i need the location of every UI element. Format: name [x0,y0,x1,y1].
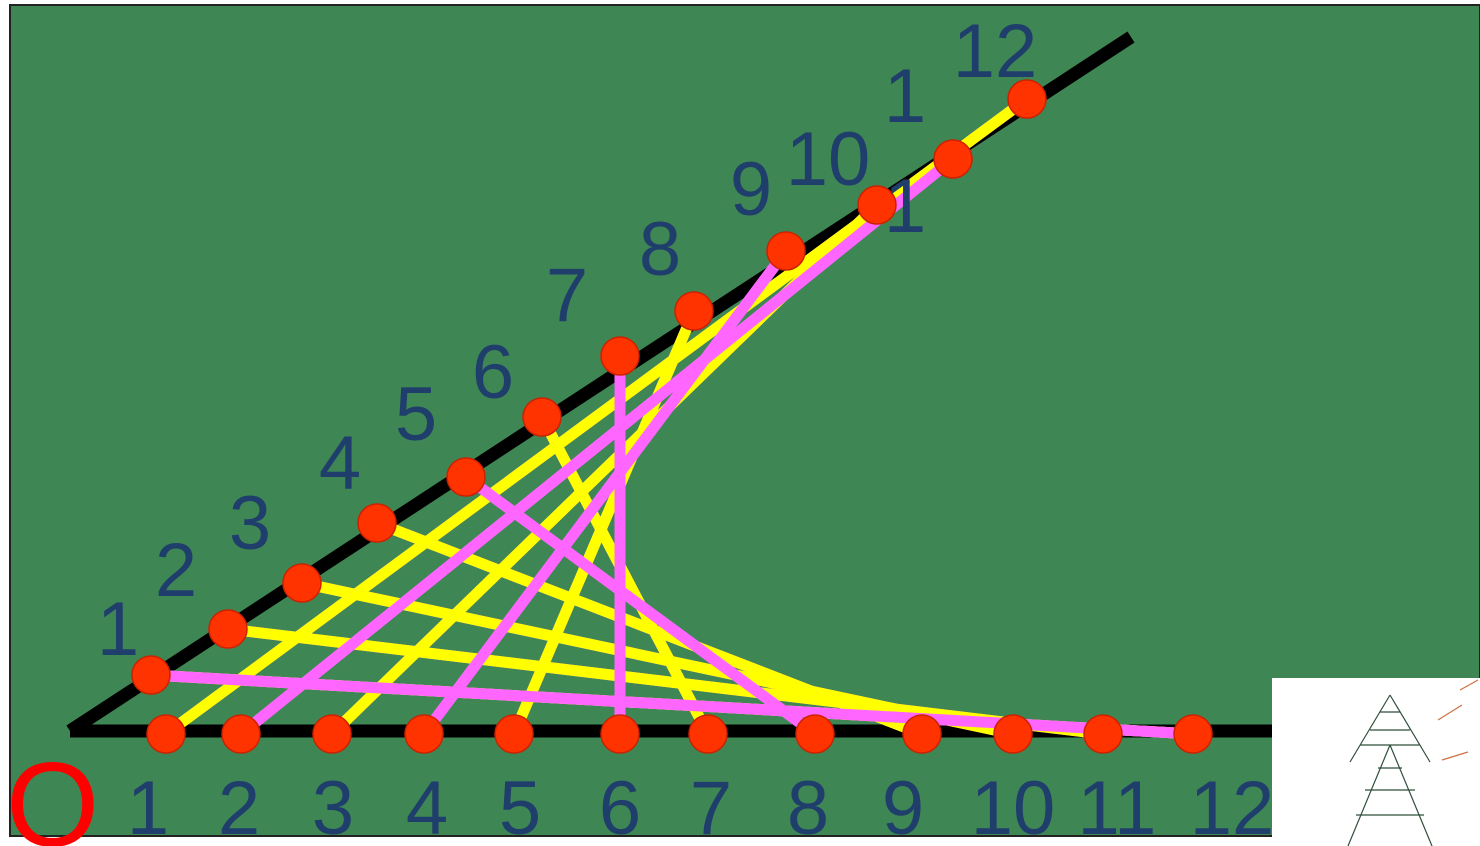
nail-dot [404,714,444,754]
bottom-tick-label: 7 [690,766,732,846]
diagonal-tick-label: 1 [884,54,926,139]
nail-dot [1083,714,1123,754]
nail-dot [857,185,897,225]
nail-dot [494,714,534,754]
origin-label: O [6,738,99,846]
nail-dot [221,714,261,754]
bottom-tick-label: 8 [787,766,829,846]
diagonal-tick-label: 3 [229,481,271,566]
thread-magenta [462,472,819,739]
nail-dot [688,714,728,754]
bottom-tick-label: 10 [971,766,1056,846]
diagonal-tick-label: 1 [97,587,139,672]
nail-dot [993,714,1033,754]
nail-dot [674,291,714,331]
diagonal-tick-label: 10 [786,117,871,202]
nail-dot [1173,714,1213,754]
bottom-tick-label: 6 [599,766,641,846]
bottom-tick-label: 4 [406,766,448,846]
diagonal-tick-label: 4 [319,421,361,506]
bottom-tick-label: 11 [1078,766,1157,846]
diagonal-tick-label: 8 [639,207,681,292]
diagonal-tick-label: 6 [472,330,514,415]
bottom-tick-label: 9 [882,766,924,846]
nail-dot [933,139,973,179]
nail-dot [208,609,248,649]
diagonal-tick-label: 2 [155,528,197,613]
nail-dot [131,655,171,695]
thread-magenta [237,154,957,739]
nail-dot [795,714,835,754]
board-background [9,4,1480,837]
nail-dot [600,714,640,754]
bottom-tick-label: 3 [312,766,354,846]
thread-yellow [300,577,1015,740]
diagonal-tick-label: 12 [953,9,1038,94]
diagonal-tick-label: 9 [730,147,772,232]
bottom-tick-label: 1 [127,766,169,846]
nail-dot [146,714,186,754]
nail-dot [766,231,806,271]
bottom-tick-label: 12 [1190,766,1275,846]
thread-magenta [419,247,791,738]
nail-dot [282,563,322,603]
thumbnail-image [1272,678,1480,846]
nail-dot [312,714,352,754]
diagonal-tick-label: 1 [884,164,926,249]
nail-dot [1007,79,1047,119]
bottom-tick-label: 2 [218,766,260,846]
nail-dot [446,457,486,497]
nail-dot [522,397,562,437]
nail-dot [600,336,640,376]
nail-dot [902,714,942,754]
dots [131,79,1213,754]
diagonal-tick-label: 5 [395,372,437,457]
diagonal-tick-label: 7 [546,253,588,338]
nail-dot [357,503,397,543]
bottom-tick-label: 5 [499,766,541,846]
